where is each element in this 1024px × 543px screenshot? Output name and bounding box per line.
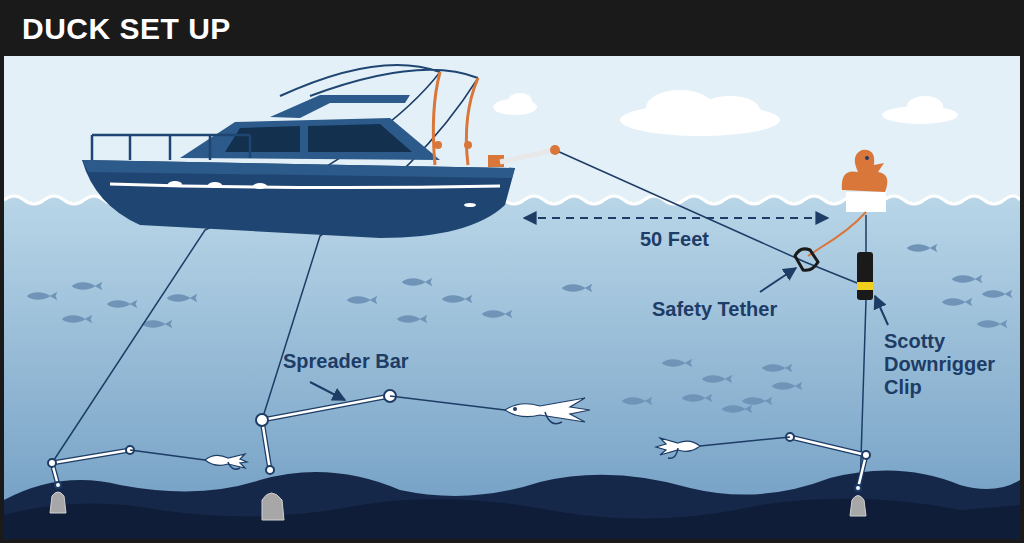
part-label: Spreader Bar [283,350,409,373]
diagram-title: DUCK SET UP [22,12,231,46]
part-label: Scotty Downrigger Clip [884,330,1009,399]
part-label: Safety Tether [652,298,777,321]
distance-label: 50 Feet [640,228,709,251]
